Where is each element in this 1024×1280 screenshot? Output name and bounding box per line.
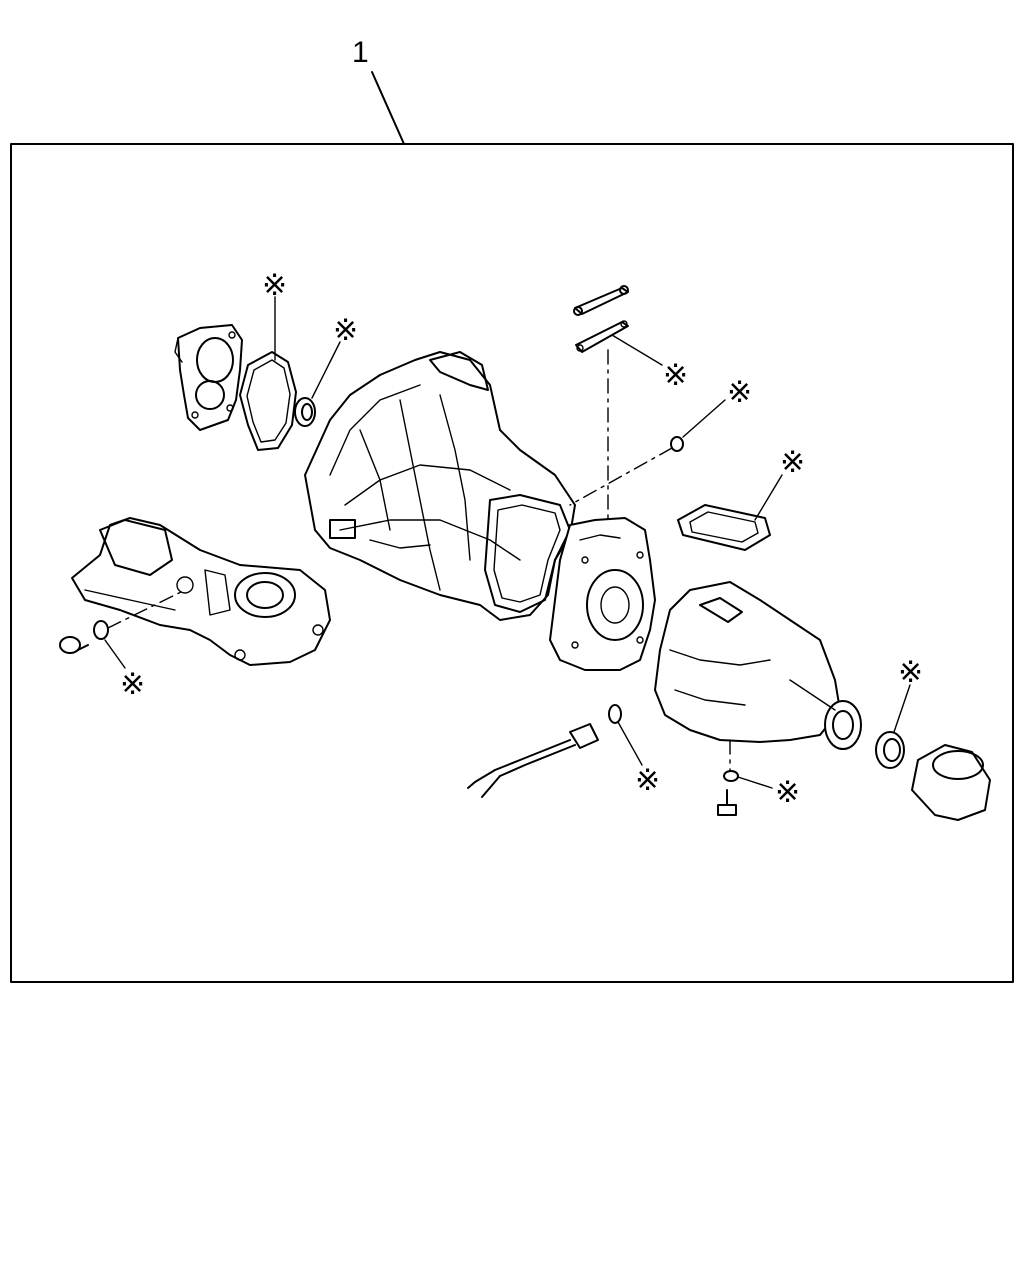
oil-seal-leader	[311, 341, 341, 399]
asterisk-rear-oil-seal: ※	[898, 656, 923, 689]
shift-housing-washer	[93, 620, 109, 640]
asterisk-drain-washer: ※	[775, 776, 800, 809]
asterisk-oil-seal: ※	[333, 314, 358, 347]
transfer-extension-housing	[654, 581, 862, 750]
shift-link-rod	[573, 285, 629, 316]
speed-sensor-harness	[467, 723, 599, 798]
o-ring-top-leader	[682, 399, 726, 438]
drain-plug-bolt	[717, 789, 737, 816]
assembly-dash-line-diagonal	[569, 447, 673, 506]
shift-housing-dash-line	[107, 589, 186, 629]
kit-frame	[10, 143, 1014, 983]
top-cover-gasket-leader	[754, 474, 783, 521]
asterisk-link-plate: ※	[663, 359, 688, 392]
o-ring-top	[670, 436, 684, 452]
dust-cover	[911, 744, 991, 821]
asterisk-o-ring-top: ※	[727, 376, 752, 409]
sensor-washer	[608, 704, 622, 724]
top-cover-gasket	[677, 504, 771, 551]
sensor-washer-leader	[617, 721, 643, 766]
asterisk-shift-housing-washer: ※	[120, 668, 145, 701]
main-transmission-case	[304, 351, 576, 621]
shift-housing-bolt	[59, 636, 89, 654]
callout-leader-line	[371, 71, 405, 145]
drain-washer-leader	[737, 776, 773, 789]
rear-oil-seal	[875, 731, 905, 769]
rear-cover-gasket	[239, 351, 297, 451]
asterisk-sensor-washer: ※	[635, 764, 660, 797]
drain-plug-washer	[723, 770, 739, 782]
callout-number-1: 1	[352, 36, 369, 69]
oil-seal-front	[294, 397, 316, 427]
link-plate-leader	[611, 334, 663, 366]
link-plate-gasket	[575, 320, 629, 353]
rear-cover-housing	[174, 324, 243, 431]
asterisk-top-cover-gasket: ※	[780, 446, 805, 479]
intermediate-adapter-plate	[549, 517, 656, 671]
shift-control-housing	[71, 517, 331, 666]
asterisk-gasket: ※	[262, 269, 287, 302]
rear-oil-seal-leader	[893, 684, 911, 733]
shift-housing-washer-leader	[104, 639, 126, 669]
